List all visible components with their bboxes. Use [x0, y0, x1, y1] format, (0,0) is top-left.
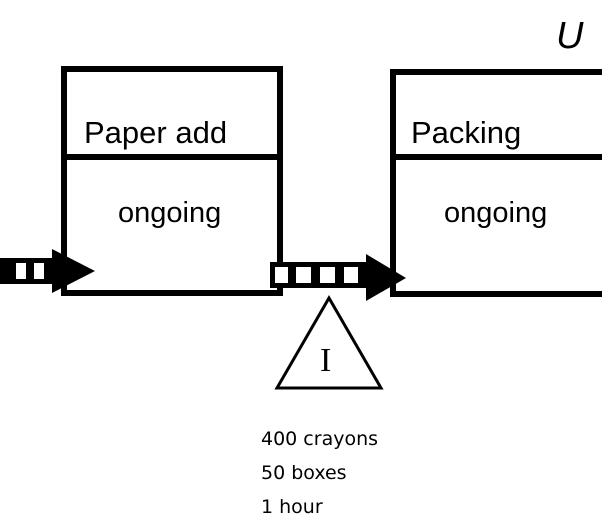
process-box-outline: [390, 69, 602, 297]
inventory-note-boxes: 50 boxes: [261, 462, 347, 484]
inventory-symbol: I: [320, 342, 331, 379]
process-title: Paper add: [84, 115, 227, 150]
inventory-notes: 400 crayons 50 boxes 1 hour: [261, 422, 378, 524]
inventory-triangle: I: [274, 295, 384, 390]
triangle-outline: [274, 295, 384, 390]
process-status: ongoing: [118, 197, 221, 229]
arrowhead: [52, 249, 95, 293]
push-arrow-between: [270, 254, 406, 301]
process-box-packing: Packing ongoing: [390, 69, 602, 297]
inventory-note-time: 1 hour: [261, 496, 323, 518]
push-arrow-in: [0, 249, 95, 293]
process-box-paper-add: Paper add ongoing: [61, 66, 283, 296]
arrowhead: [366, 254, 406, 301]
process-status: ongoing: [444, 197, 547, 229]
corner-mark: U: [556, 15, 584, 57]
process-title: Packing: [411, 115, 521, 150]
process-box-outline: [61, 66, 283, 296]
inventory-note-crayons: 400 crayons: [261, 428, 379, 450]
